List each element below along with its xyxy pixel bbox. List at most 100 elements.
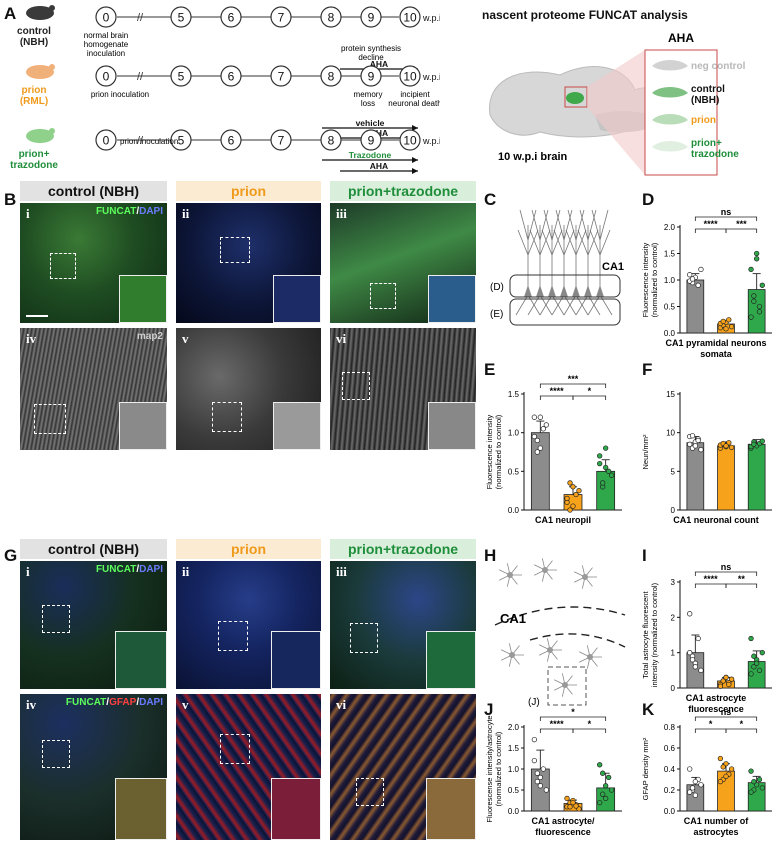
note-week0: homogenate <box>84 40 129 49</box>
roi-box <box>220 237 250 263</box>
week-node <box>220 65 242 87</box>
data-point <box>692 664 698 670</box>
zoom-cone <box>587 50 645 175</box>
y-tick-label: 1 <box>671 649 676 658</box>
scale-bar <box>26 315 48 317</box>
note-week0: inoculation <box>87 49 125 58</box>
pyramidal-neuron <box>515 209 541 316</box>
week-node <box>399 129 421 151</box>
header-control-g: control (NBH) <box>20 539 167 559</box>
stain-label-g: FUNCAT/DAPI <box>96 564 163 575</box>
wpi-label: w.p.i <box>422 13 440 23</box>
week-node <box>320 6 342 28</box>
region-label: CA1 <box>602 261 624 273</box>
week-node <box>360 129 382 151</box>
stain-map2: map2 <box>136 331 163 342</box>
micro-b-i-label: i <box>26 206 30 221</box>
pyramidal-neuron <box>587 209 613 316</box>
data-point <box>567 480 573 486</box>
astrocyte-icon <box>539 638 562 662</box>
micro-b-i: i FUNCAT/DAPI <box>20 203 167 323</box>
stain-label-g2: FUNCAT/GFAP/DAPI <box>66 697 163 708</box>
note-week9: decline <box>358 53 384 62</box>
significance-bracket <box>694 216 758 221</box>
brain-caption: 10 w.p.i brain <box>498 151 568 163</box>
group-label-2: trazodone <box>10 160 58 171</box>
note-week10: incipient <box>400 90 430 99</box>
week-node <box>220 129 242 151</box>
data-point <box>689 785 696 791</box>
arrow-label: AHA <box>370 59 388 69</box>
y-tick-label: 3 <box>671 578 676 587</box>
astrocyte-soma <box>582 574 588 580</box>
y-tick-label: 0.6 <box>664 744 676 753</box>
stain-dapi: DAPI <box>139 564 163 575</box>
week-node <box>95 6 117 28</box>
y-tick-label: 0.0 <box>664 329 676 338</box>
roi-box <box>356 778 384 806</box>
micro-g-ii-label: ii <box>182 564 190 579</box>
zoom-inset <box>115 778 167 840</box>
mouse-icon <box>26 6 54 20</box>
wpi-label: w.p.i <box>422 136 440 146</box>
data-point <box>726 681 732 688</box>
pyramidal-neuron <box>551 209 577 316</box>
zoom-inset <box>115 631 167 689</box>
stain-label-b: FUNCAT/DAPI <box>96 206 163 217</box>
data-point <box>576 488 582 494</box>
data-point <box>748 789 754 795</box>
hippocampus-slice-icon <box>652 87 688 98</box>
data-point <box>751 298 757 304</box>
micro-b-v-label: v <box>182 331 189 346</box>
significance-bracket <box>572 395 607 400</box>
y-tick-label: 0.5 <box>508 467 520 476</box>
data-point <box>698 447 704 453</box>
data-point <box>698 266 704 273</box>
x-axis-label-2: somata <box>700 349 733 359</box>
data-point <box>692 443 698 449</box>
data-point <box>597 460 603 467</box>
mouse-ear-icon <box>49 64 55 70</box>
data-point <box>759 282 765 288</box>
data-point <box>537 414 543 420</box>
neuron-soma <box>572 285 580 297</box>
week-node <box>270 6 292 28</box>
zoom-inset <box>271 631 321 689</box>
stain-slash: / <box>136 206 140 217</box>
roi-somata <box>509 274 621 298</box>
data-point <box>540 426 546 432</box>
mouse-ear-icon <box>49 128 55 134</box>
micro-b-vi: vi <box>330 328 476 450</box>
neuron-soma <box>548 285 556 297</box>
bar <box>747 289 766 334</box>
y-tick-label: 1.0 <box>664 276 676 285</box>
micro-b-iii: iii <box>330 203 476 323</box>
significance-label: ** <box>738 574 746 584</box>
week-node <box>220 6 242 28</box>
zoom-inset <box>119 402 167 450</box>
week-label: 6 <box>228 11 235 25</box>
zoom-inset <box>428 402 476 450</box>
y-tick-label: 1.0 <box>508 765 520 774</box>
x-axis-label: CA1 astrocyte/ <box>531 816 595 826</box>
week-node <box>95 129 117 151</box>
data-point <box>609 472 615 478</box>
data-point <box>759 438 765 444</box>
data-point <box>687 789 693 795</box>
x-axis-label: CA1 astrocyte <box>686 693 747 703</box>
data-point <box>751 664 757 670</box>
arrow-label: AHA <box>370 128 388 138</box>
astrocyte-icon <box>534 558 557 582</box>
hippocampus-slice-icon <box>652 114 688 125</box>
data-point <box>540 766 546 772</box>
significance-bracket <box>725 228 758 233</box>
astrocyte-soma <box>542 567 548 573</box>
y-axis-label-2: (normalized to control) <box>650 242 659 317</box>
zoom-inset <box>273 402 321 450</box>
stain-slash: / <box>106 697 110 708</box>
data-point <box>728 676 735 682</box>
